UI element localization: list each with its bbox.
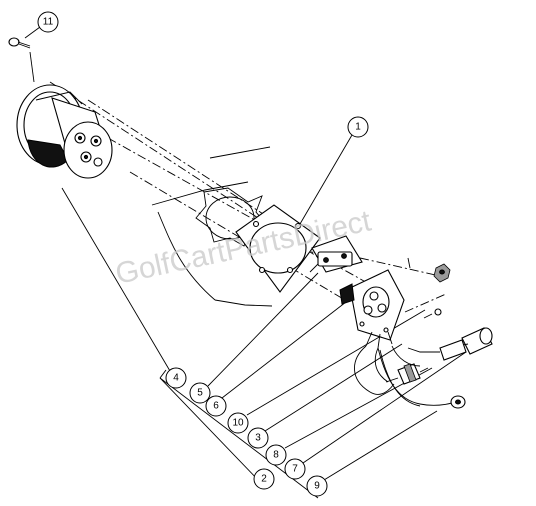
callout-label: 5 bbox=[197, 388, 203, 399]
small-screw bbox=[423, 308, 442, 319]
callout-label: 7 bbox=[292, 464, 298, 475]
fuse-holder bbox=[385, 363, 429, 385]
screw bbox=[8, 37, 31, 49]
connector-plug bbox=[407, 327, 493, 361]
ring-terminal bbox=[450, 395, 466, 409]
callout-label: 11 bbox=[43, 17, 54, 28]
callout-label: 8 bbox=[273, 450, 279, 461]
callout-4: 4 bbox=[165, 367, 187, 389]
nut bbox=[433, 263, 451, 283]
callout-label: 3 bbox=[255, 433, 261, 444]
wire-harness bbox=[354, 345, 463, 407]
callout-6: 6 bbox=[205, 395, 227, 417]
receptacle-body bbox=[16, 84, 113, 179]
base-plate bbox=[339, 269, 405, 349]
callout-9: 9 bbox=[306, 475, 328, 497]
callout-label: 4 bbox=[173, 373, 179, 384]
callout-2: 2 bbox=[253, 468, 275, 490]
callout-label: 1 bbox=[355, 122, 361, 133]
callout-label: 10 bbox=[232, 418, 244, 429]
dash-panel-outline bbox=[151, 146, 411, 307]
callout-11: 11 bbox=[37, 11, 59, 33]
callout-10: 10 bbox=[227, 412, 249, 434]
gasket bbox=[235, 204, 321, 293]
callout-3: 3 bbox=[247, 427, 269, 449]
callout-label: 6 bbox=[213, 401, 219, 412]
callout-7: 7 bbox=[284, 458, 306, 480]
panel-cutout bbox=[195, 187, 267, 247]
callout-label: 2 bbox=[261, 474, 267, 485]
callout-1: 1 bbox=[347, 116, 369, 138]
callout-label: 9 bbox=[314, 481, 320, 492]
terminal-block bbox=[309, 235, 363, 273]
callout-5: 5 bbox=[189, 382, 211, 404]
callout-8: 8 bbox=[265, 444, 287, 466]
